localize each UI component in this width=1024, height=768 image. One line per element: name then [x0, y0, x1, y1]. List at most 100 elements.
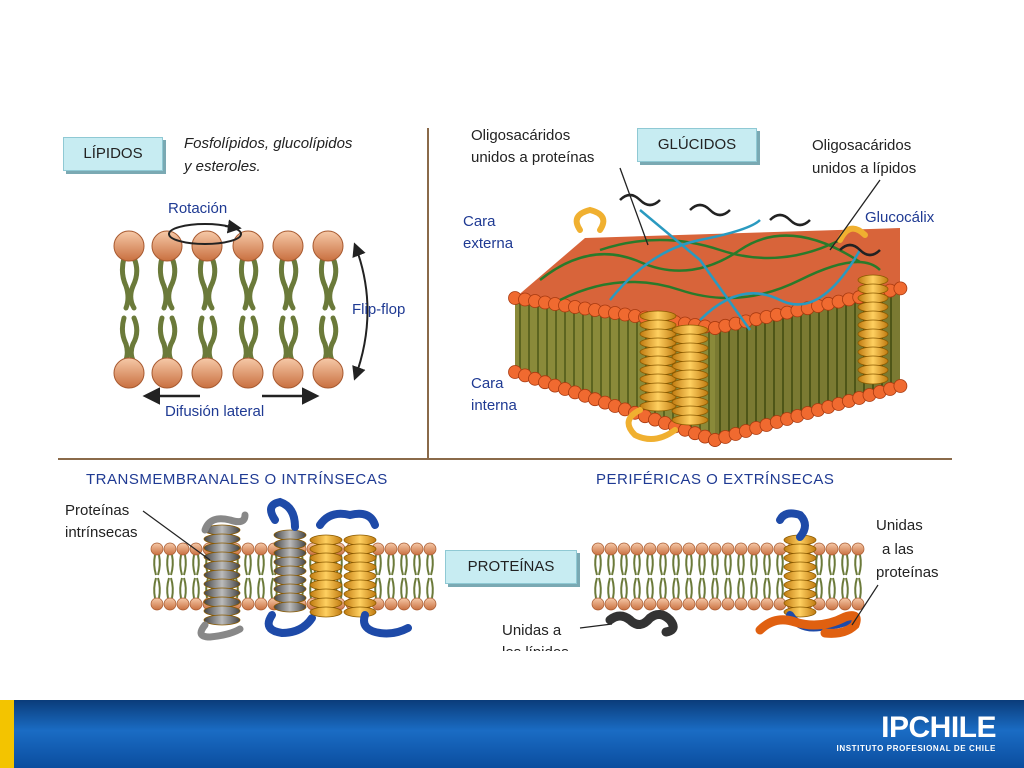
helix-turn: [857, 355, 889, 367]
helix-turn: [309, 534, 343, 546]
unidas-proteinas-label-3: proteínas: [876, 564, 939, 581]
blue-protein-loop: [316, 509, 379, 529]
helix-turn: [273, 529, 307, 541]
glycocalyx-chain: [609, 219, 761, 301]
lipid-tail: [287, 255, 299, 311]
intrinsic-bilayer-tail: [205, 577, 209, 599]
peripheral-bilayer-tail: [633, 554, 637, 576]
helix-turn: [857, 364, 889, 376]
helix-turn: [343, 543, 377, 555]
helix-turn: [857, 310, 889, 322]
protein-loop: [625, 407, 678, 442]
glucidos-tag: GLÚCIDOS: [637, 128, 757, 162]
phospholipid-head: [191, 357, 223, 389]
glycocalyx-chain: [769, 213, 811, 227]
peripheral-bilayer-head: [669, 597, 683, 611]
intrinsic-bilayer-tail: [270, 577, 274, 599]
rotacion-label: Rotación: [168, 200, 228, 217]
proteinas-tag: PROTEÍNAS: [445, 550, 577, 584]
glucidos-protein-helix: [671, 324, 709, 426]
intrinsic-bilayer-head: [163, 542, 177, 556]
lipid-tail: [166, 255, 178, 311]
peripheral-bilayer-head: [851, 597, 865, 611]
peripheral-bilayer-tail: [685, 554, 689, 576]
orange-transmembrane-helix: [343, 534, 377, 618]
intrinsic-bilayer-head: [254, 542, 268, 556]
peripheral-bilayer-tail: [815, 577, 819, 599]
lipidos-description-line2: y esteroles.: [184, 158, 261, 175]
lipid-tail: [128, 315, 140, 365]
intrinsic-bilayer-head: [423, 597, 437, 611]
peripheral-bilayer-tail: [676, 577, 680, 599]
intrinsic-bilayer-head: [241, 542, 255, 556]
helix-turn: [857, 328, 889, 340]
intrinsic-bilayer-tail: [417, 554, 421, 576]
phospholipid-head: [151, 230, 183, 262]
peripheral-bilayer-tail: [659, 554, 663, 576]
peripheral-bilayer-tail: [637, 577, 641, 599]
peripheral-bilayer-tail: [854, 554, 858, 576]
intrinsic-bilayer-tail: [244, 577, 248, 599]
intrinsic-bilayer-head: [254, 597, 268, 611]
peripheral-bilayer-head: [695, 542, 709, 556]
helix-turn: [273, 538, 307, 550]
peripheral-bilayer-tail: [819, 577, 823, 599]
helix-turn: [857, 373, 889, 385]
helix-turn: [783, 588, 817, 600]
peripheral-bilayer-tail: [637, 554, 641, 576]
helix-turn: [857, 292, 889, 304]
helix-turn: [309, 552, 343, 564]
intrinsic-bilayer-tail: [413, 554, 417, 576]
peripheral-bilayer-tail: [819, 554, 823, 576]
intrinsic-bilayer-tail: [257, 577, 261, 599]
helix-turn: [639, 391, 677, 403]
peripheral-bilayer-tail: [858, 554, 862, 576]
helix-turn: [857, 319, 889, 331]
phospholipid-head: [113, 357, 145, 389]
helix-turn: [671, 414, 709, 426]
lipid-tail: [206, 315, 218, 365]
peripheral-bilayer-tail: [737, 554, 741, 576]
intrinsic-bilayer-tail: [257, 554, 261, 576]
helix-turn: [273, 547, 307, 559]
peripheral-bilayer-tail: [715, 554, 719, 576]
helix-turn: [639, 328, 677, 340]
peripheral-bilayer-tail: [676, 554, 680, 576]
dark-peripheral-protein: [605, 610, 678, 637]
phospholipid-head: [191, 230, 223, 262]
helix-turn: [203, 533, 241, 545]
lipid-tail: [119, 315, 130, 365]
cara-interna-label-2: interna: [471, 397, 517, 414]
phospholipid-head: [232, 230, 264, 262]
helix-turn: [857, 283, 889, 295]
difusion-lateral-label: Difusión lateral: [165, 403, 265, 420]
peripheral-bilayer-head: [734, 542, 748, 556]
lipid-tail: [247, 315, 259, 365]
unidas-proteinas-label-2: a las: [882, 541, 914, 558]
gray-transmembrane-helix: [273, 529, 307, 613]
unidas-proteinas-label-1: Unidas: [876, 517, 923, 534]
helix-turn: [203, 587, 241, 599]
intrinsic-bilayer-tail: [426, 554, 430, 576]
peripheral-bilayer-tail: [698, 554, 702, 576]
unidas-lipidos-pointer: [579, 623, 613, 629]
intrinsic-bilayer-head: [384, 542, 398, 556]
peripheral-bilayer-tail: [832, 577, 836, 599]
lipid-tail: [318, 315, 329, 365]
phospholipid-head: [232, 357, 264, 389]
intrinsic-bilayer-head: [241, 597, 255, 611]
intrinsic-bilayer-tail: [391, 554, 395, 576]
helix-turn: [783, 570, 817, 582]
peripheral-bilayer-head: [682, 542, 696, 556]
glycocalyx-chain: [839, 243, 881, 257]
lipid-tail: [327, 255, 339, 311]
lipid-tail: [197, 255, 209, 311]
peripheral-bilayer-head: [643, 597, 657, 611]
peripheral-bilayer-tail: [776, 554, 780, 576]
peripheral-bilayer-head: [734, 597, 748, 611]
glycocalyx-chain: [539, 234, 861, 281]
peripheral-bilayer-tail: [841, 554, 845, 576]
peripheral-bilayer-tail: [698, 577, 702, 599]
helix-turn: [273, 565, 307, 577]
helix-turn: [783, 561, 817, 573]
